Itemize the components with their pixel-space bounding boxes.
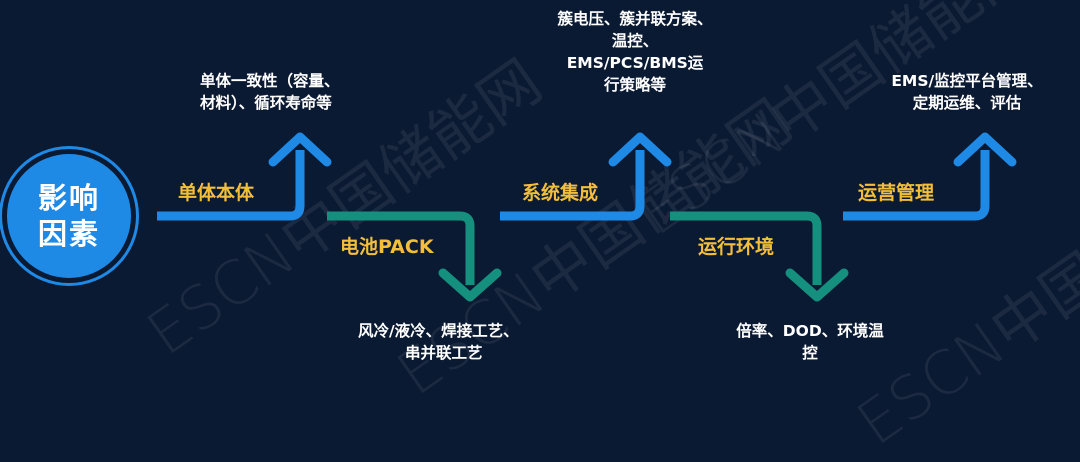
note-cell: 单体一致性（容量、 材料）、循环寿命等 (200, 70, 340, 114)
stage-label-ops: 运营管理 (858, 182, 935, 204)
center-line-2: 因素 (37, 217, 100, 251)
stage-label-env: 运行环境 (698, 236, 775, 258)
note-line: 串并联工艺 (405, 344, 483, 362)
stage-label-pack: 电池PACK (340, 236, 434, 258)
diagram-canvas: ESCN中国储能网 ESCN中国储能网 ESCN中国储能网 ESCN中国储能网 … (7, 0, 1080, 459)
note-line: 单体一致性（容量、 (200, 72, 340, 90)
note-ops: EMS/监控平台管理、 定期运维、评估 (872, 70, 1062, 114)
note-line: 定期运维、评估 (912, 94, 1022, 112)
center-node: 影响 因素 (7, 154, 131, 278)
arrowhead-up-system (608, 132, 672, 167)
arrow-up-cell (157, 150, 305, 221)
arrow-up-ops (843, 150, 990, 221)
note-pack: 风冷/液冷、焊接工艺、 串并联工艺 (358, 320, 519, 364)
stage-label-cell: 单体本体 (178, 182, 255, 204)
arrow-down-env (670, 211, 822, 285)
note-line: 温控、 (611, 32, 659, 50)
note-line: 倍率、DOD、环境温 (736, 322, 884, 340)
note-env: 倍率、DOD、环境温 控 (710, 320, 910, 364)
note-line: EMS/监控平台管理、 (891, 72, 1043, 90)
arrowhead-down-env (785, 268, 849, 302)
arrowhead-up-cell (268, 132, 332, 167)
arrow-down-pack (327, 211, 475, 285)
note-line: 风冷/液冷、焊接工艺、 (358, 322, 519, 340)
arrowhead-down-pack (438, 268, 502, 302)
note-system: 簇电压、簇并联方案、 温控、 EMS/PCS/BMS运 行策略等 (530, 8, 740, 96)
flow-arrows (157, 132, 1017, 302)
center-line-1: 影响 (37, 181, 100, 215)
note-line: 簇电压、簇并联方案、 (557, 10, 713, 28)
stage-label-system: 系统集成 (522, 182, 599, 204)
arrowhead-up-ops (953, 132, 1017, 167)
note-line: 控 (802, 344, 818, 362)
arrow-up-system (500, 150, 645, 221)
note-line: 材料）、循环寿命等 (200, 94, 332, 112)
note-line: 行策略等 (603, 76, 666, 94)
note-line: EMS/PCS/BMS运 (566, 54, 704, 72)
